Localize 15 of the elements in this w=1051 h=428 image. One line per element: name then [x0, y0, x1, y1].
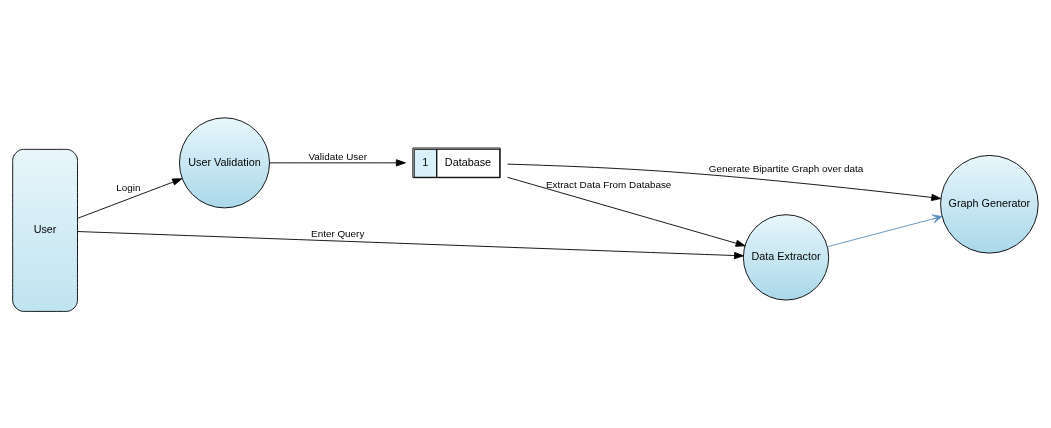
node-circle: User Validation: [179, 116, 270, 208]
arrow: [77, 177, 183, 219]
arrow: [507, 163, 942, 201]
arrow: [826, 213, 943, 247]
edge-label: Generate Bipartite Graph over data: [708, 162, 864, 174]
node-box: User: [12, 148, 78, 312]
node-circle: Data Extractor: [742, 213, 830, 300]
edge-label: Enter Query: [311, 227, 365, 238]
edge-label: Extract Data From Database: [546, 178, 672, 190]
arrow: [507, 176, 746, 247]
edge-label: Validate User: [308, 150, 368, 162]
edge-label: Login: [116, 181, 141, 193]
arrow: [269, 158, 406, 166]
node-circle: Graph Generator: [940, 154, 1039, 254]
arrow: [77, 230, 744, 259]
